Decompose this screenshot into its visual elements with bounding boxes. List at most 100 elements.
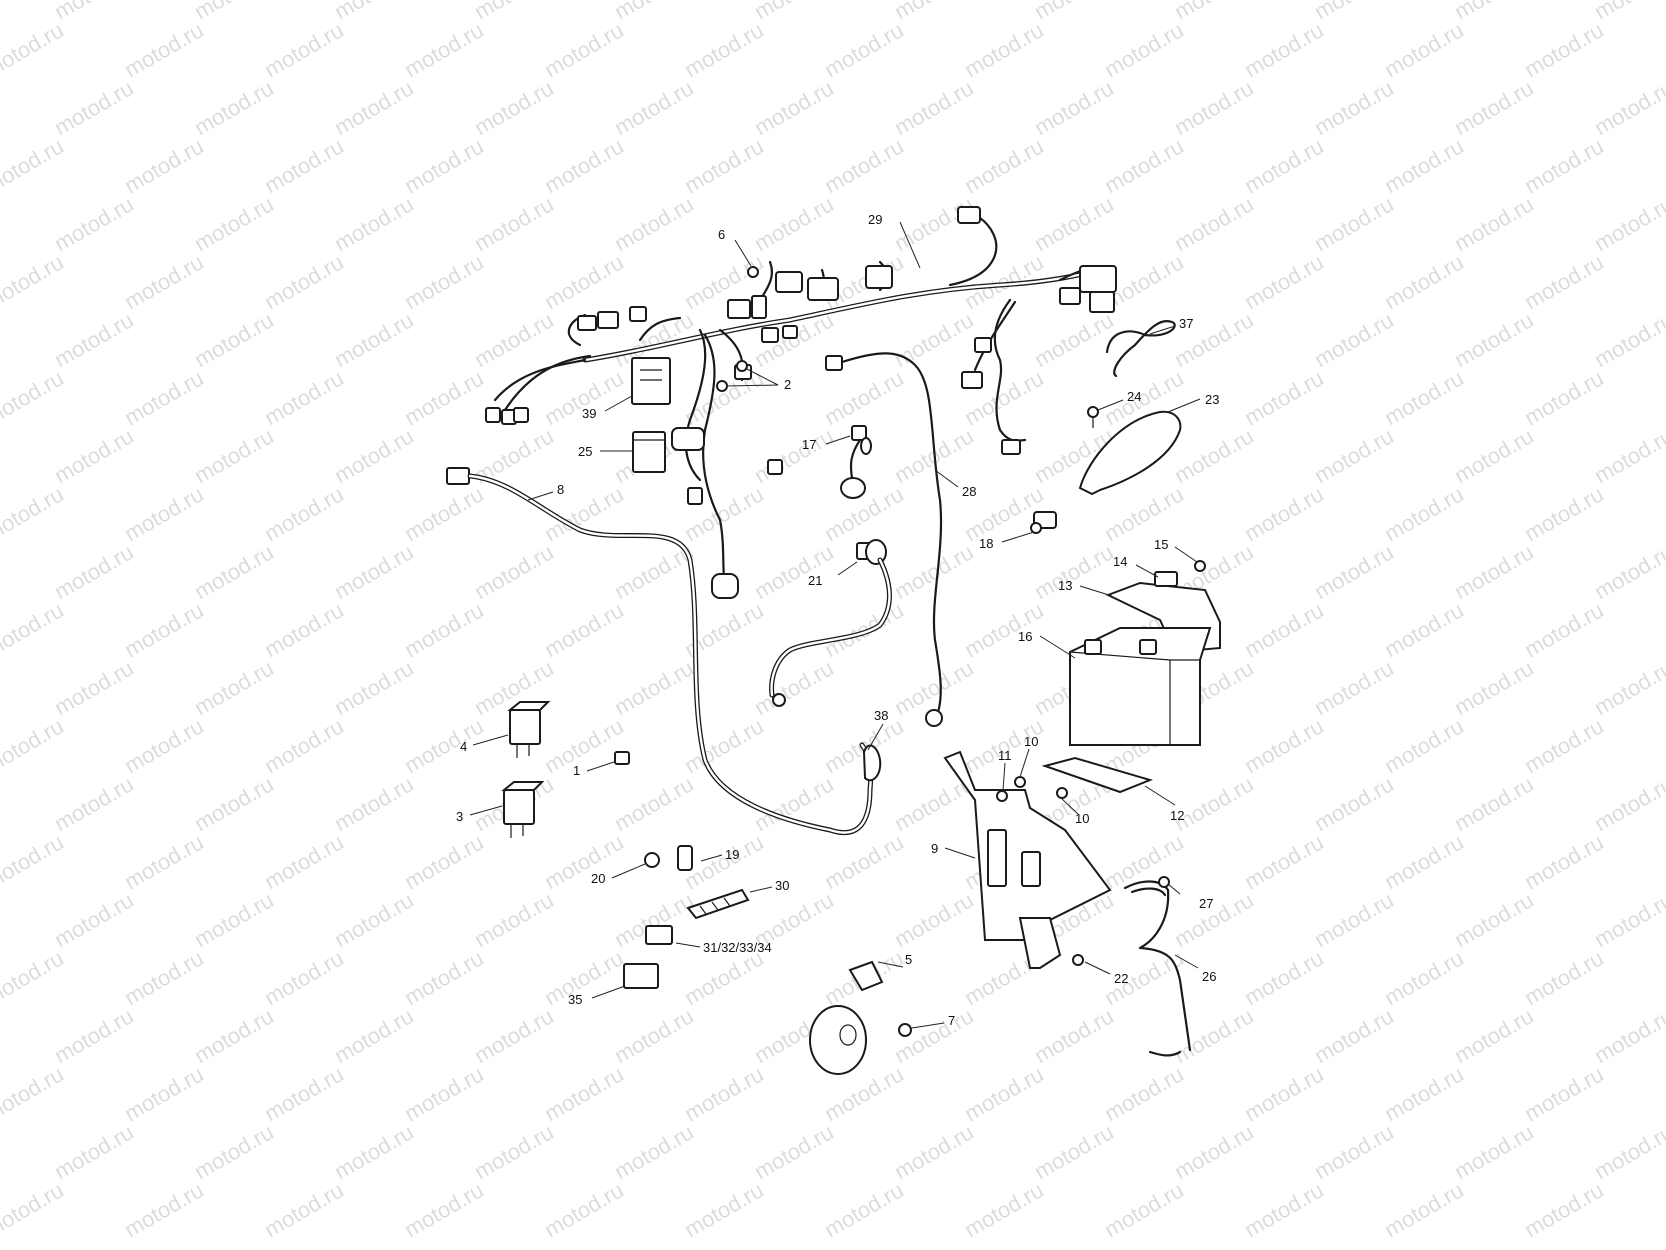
watermark-text: motod.ru — [1240, 365, 1328, 430]
watermark-text: motod.ru — [1660, 481, 1666, 546]
watermark-text: motod.ru — [260, 133, 348, 198]
callout-labels: 6 29 2 39 25 8 17 28 37 24 23 18 15 14 1… — [456, 212, 1219, 1029]
watermark-text: motod.ru — [1520, 1177, 1608, 1242]
watermark-text: motod.ru — [1660, 365, 1666, 430]
watermark-text: motod.ru — [1310, 0, 1398, 24]
watermark-text: motod.ru — [680, 945, 768, 1010]
watermark-text: motod.ru — [960, 1061, 1048, 1126]
watermark-text: motod.ru — [260, 365, 348, 430]
watermark-text: motod.ru — [400, 365, 488, 430]
watermark-text: motod.ru — [470, 887, 558, 952]
screw-24 — [1087, 406, 1099, 428]
plug-20 — [644, 852, 660, 868]
cover-23 — [1078, 410, 1182, 496]
watermark-text: motod.ru — [820, 829, 908, 894]
callout-10-upper: 10 — [1024, 734, 1038, 749]
watermark-text: motod.ru — [1380, 365, 1468, 430]
screw-6 — [747, 266, 759, 278]
watermark-text: motod.ru — [1030, 1119, 1118, 1184]
watermark-text: motod.ru — [1520, 249, 1608, 314]
watermark-text: motod.ru — [610, 655, 698, 720]
switch-18 — [1030, 511, 1057, 534]
watermark-text: motod.ru — [120, 1177, 208, 1242]
fuse-block-30 — [686, 888, 750, 920]
watermark-text: motod.ru — [820, 133, 908, 198]
battery-tray-9 — [943, 750, 1112, 969]
watermark-text: motod.ru — [1170, 1119, 1258, 1184]
callout-20: 20 — [591, 871, 605, 886]
watermark-text: motod.ru — [1660, 713, 1666, 778]
watermark-text: motod.ru — [540, 945, 628, 1010]
watermark-text: motod.ru — [680, 1177, 768, 1242]
watermark-text: motod.ru — [1310, 423, 1398, 488]
callout-24: 24 — [1127, 389, 1141, 404]
watermark-text: motod.ru — [400, 1177, 488, 1242]
watermark-text: motod.ru — [680, 17, 768, 82]
watermark-text: motod.ru — [1310, 655, 1398, 720]
watermark-text: motod.ru — [1450, 75, 1538, 140]
watermark-text: motod.ru — [1100, 481, 1188, 546]
watermark-text: motod.ru — [960, 133, 1048, 198]
watermark-text: motod.ru — [1590, 423, 1666, 488]
callout-21: 21 — [808, 573, 822, 588]
watermark-text: motod.ru — [190, 1119, 278, 1184]
watermark-text: motod.ru — [1380, 829, 1468, 894]
watermark-text: motod.ru — [890, 307, 978, 372]
terminal-boot-38 — [862, 744, 882, 782]
watermark-text: motod.ru — [330, 655, 418, 720]
watermark-text: motod.ru — [1590, 1003, 1666, 1068]
watermark-text: motod.ru — [1030, 75, 1118, 140]
watermark-text: motod.ru — [750, 655, 838, 720]
watermark-text: motod.ru — [1660, 249, 1666, 314]
callout-13: 13 — [1058, 578, 1072, 593]
watermark-text: motod.ru — [1450, 655, 1538, 720]
watermark-text: motod.ru — [1100, 1061, 1188, 1126]
callout-35: 35 — [568, 992, 582, 1007]
watermark-text: motod.ru — [1590, 771, 1666, 836]
callout-28: 28 — [962, 484, 976, 499]
watermark-text: motod.ru — [1170, 191, 1258, 256]
watermark-text: motod.ru — [820, 365, 908, 430]
watermark-text: motod.ru — [400, 945, 488, 1010]
watermark-text: motod.ru — [0, 249, 68, 314]
watermark-text: motod.ru — [190, 0, 278, 24]
watermark-text: motod.ru — [960, 1177, 1048, 1242]
clip-37 — [1105, 320, 1176, 378]
watermark-text: motod.ru — [1380, 1061, 1468, 1126]
callout-1: 1 — [573, 763, 580, 778]
watermark-text: motod.ru — [820, 1177, 908, 1242]
watermark-text: motod.ru — [190, 1003, 278, 1068]
watermark-text: motod.ru — [50, 887, 138, 952]
watermark-text: motod.ru — [1030, 1003, 1118, 1068]
watermark-text: motod.ru — [190, 771, 278, 836]
watermark-text: motod.ru — [1520, 133, 1608, 198]
watermark-text: motod.ru — [50, 771, 138, 836]
watermark-text: motod.ru — [1170, 887, 1258, 952]
watermark-text: motod.ru — [1240, 133, 1328, 198]
watermark-text: motod.ru — [0, 829, 68, 894]
watermark-text: motod.ru — [1030, 539, 1118, 604]
watermark-text: motod.ru — [1240, 713, 1328, 778]
watermark-text: motod.ru — [680, 829, 768, 894]
watermark-text: motod.ru — [330, 0, 418, 24]
watermark-text: motod.ru — [1240, 597, 1328, 662]
cable-8 — [446, 467, 874, 836]
watermark-text: motod.ru — [330, 423, 418, 488]
watermark-text: motod.ru — [330, 75, 418, 140]
watermark-text: motod.ru — [1590, 191, 1666, 256]
watermark-text: motod.ru — [540, 133, 628, 198]
callout-23: 23 — [1205, 392, 1219, 407]
watermark-text: motod.ru — [680, 713, 768, 778]
watermark-text: motod.ru — [1450, 0, 1538, 24]
watermark-text: motod.ru — [330, 307, 418, 372]
watermark-text: motod.ru — [260, 945, 348, 1010]
harness-connectors — [485, 206, 1117, 599]
screw-27 — [1158, 876, 1170, 888]
watermark-text: motod.ru — [50, 423, 138, 488]
watermark-text: motod.ru — [1170, 75, 1258, 140]
watermark-text: motod.ru — [1660, 133, 1666, 198]
screw-10-lower — [1056, 787, 1068, 799]
watermark-text: motod.ru — [1310, 771, 1398, 836]
watermark-text: motod.ru — [0, 1177, 68, 1242]
callout-15: 15 — [1154, 537, 1168, 552]
